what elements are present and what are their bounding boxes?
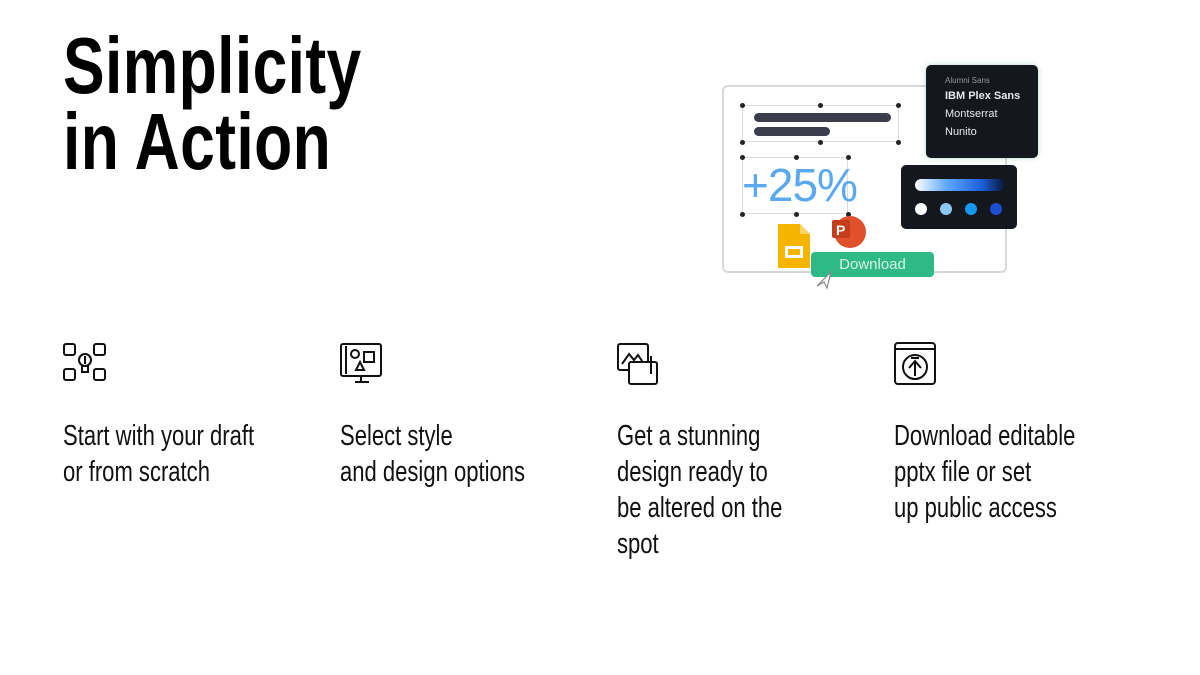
font-option: Montserrat [945,108,998,120]
color-picker [901,165,1017,229]
font-option: Alumni Sans [945,76,990,85]
step-4: Download editable pptx file or set up pu… [894,342,1154,526]
design-monitor-icon [340,343,382,383]
download-button: Download [811,252,934,277]
upload-page-icon [894,342,936,385]
selection-box [742,105,899,142]
step-text: spot [617,528,659,560]
step-text: be altered on the [617,492,783,524]
step-text: Download editable [894,420,1076,452]
font-picker: Alumni Sans IBM Plex Sans Montserrat Nun… [926,65,1038,158]
step-2: Select style and design options [340,342,600,490]
powerpoint-icon: P [832,216,866,248]
step-text: up public access [894,492,1057,524]
step-3: Get a stunning design ready to be altere… [617,342,877,562]
step-text: Get a stunning [617,420,761,452]
text-bar [754,113,891,122]
title-line-1: Simplicity [63,21,362,110]
color-swatch [965,203,977,215]
step-text: pptx file or set [894,456,1032,488]
color-swatch [990,203,1002,215]
step-text: and design options [340,456,526,488]
step-text: or from scratch [63,456,210,488]
step-text: Start with your draft [63,420,255,452]
step-1: Start with your draft or from scratch [63,342,323,490]
color-gradient [915,179,1005,191]
color-swatch [915,203,927,215]
step-text: Select style [340,420,453,452]
title-line-2: in Action [63,97,332,186]
page-title: Simplicity in Action [63,21,362,186]
idea-bubbles-icon [63,343,106,381]
step-text: design ready to [617,456,768,488]
image-tablet-icon [617,343,658,385]
font-option: Nunito [945,126,977,138]
google-slides-icon [778,224,810,268]
stat-text: +25% [742,159,858,211]
cursor-icon [816,270,833,290]
text-bar [754,127,830,136]
svg-text:P: P [836,222,845,238]
font-option: IBM Plex Sans [945,90,1021,102]
color-swatch [940,203,952,215]
